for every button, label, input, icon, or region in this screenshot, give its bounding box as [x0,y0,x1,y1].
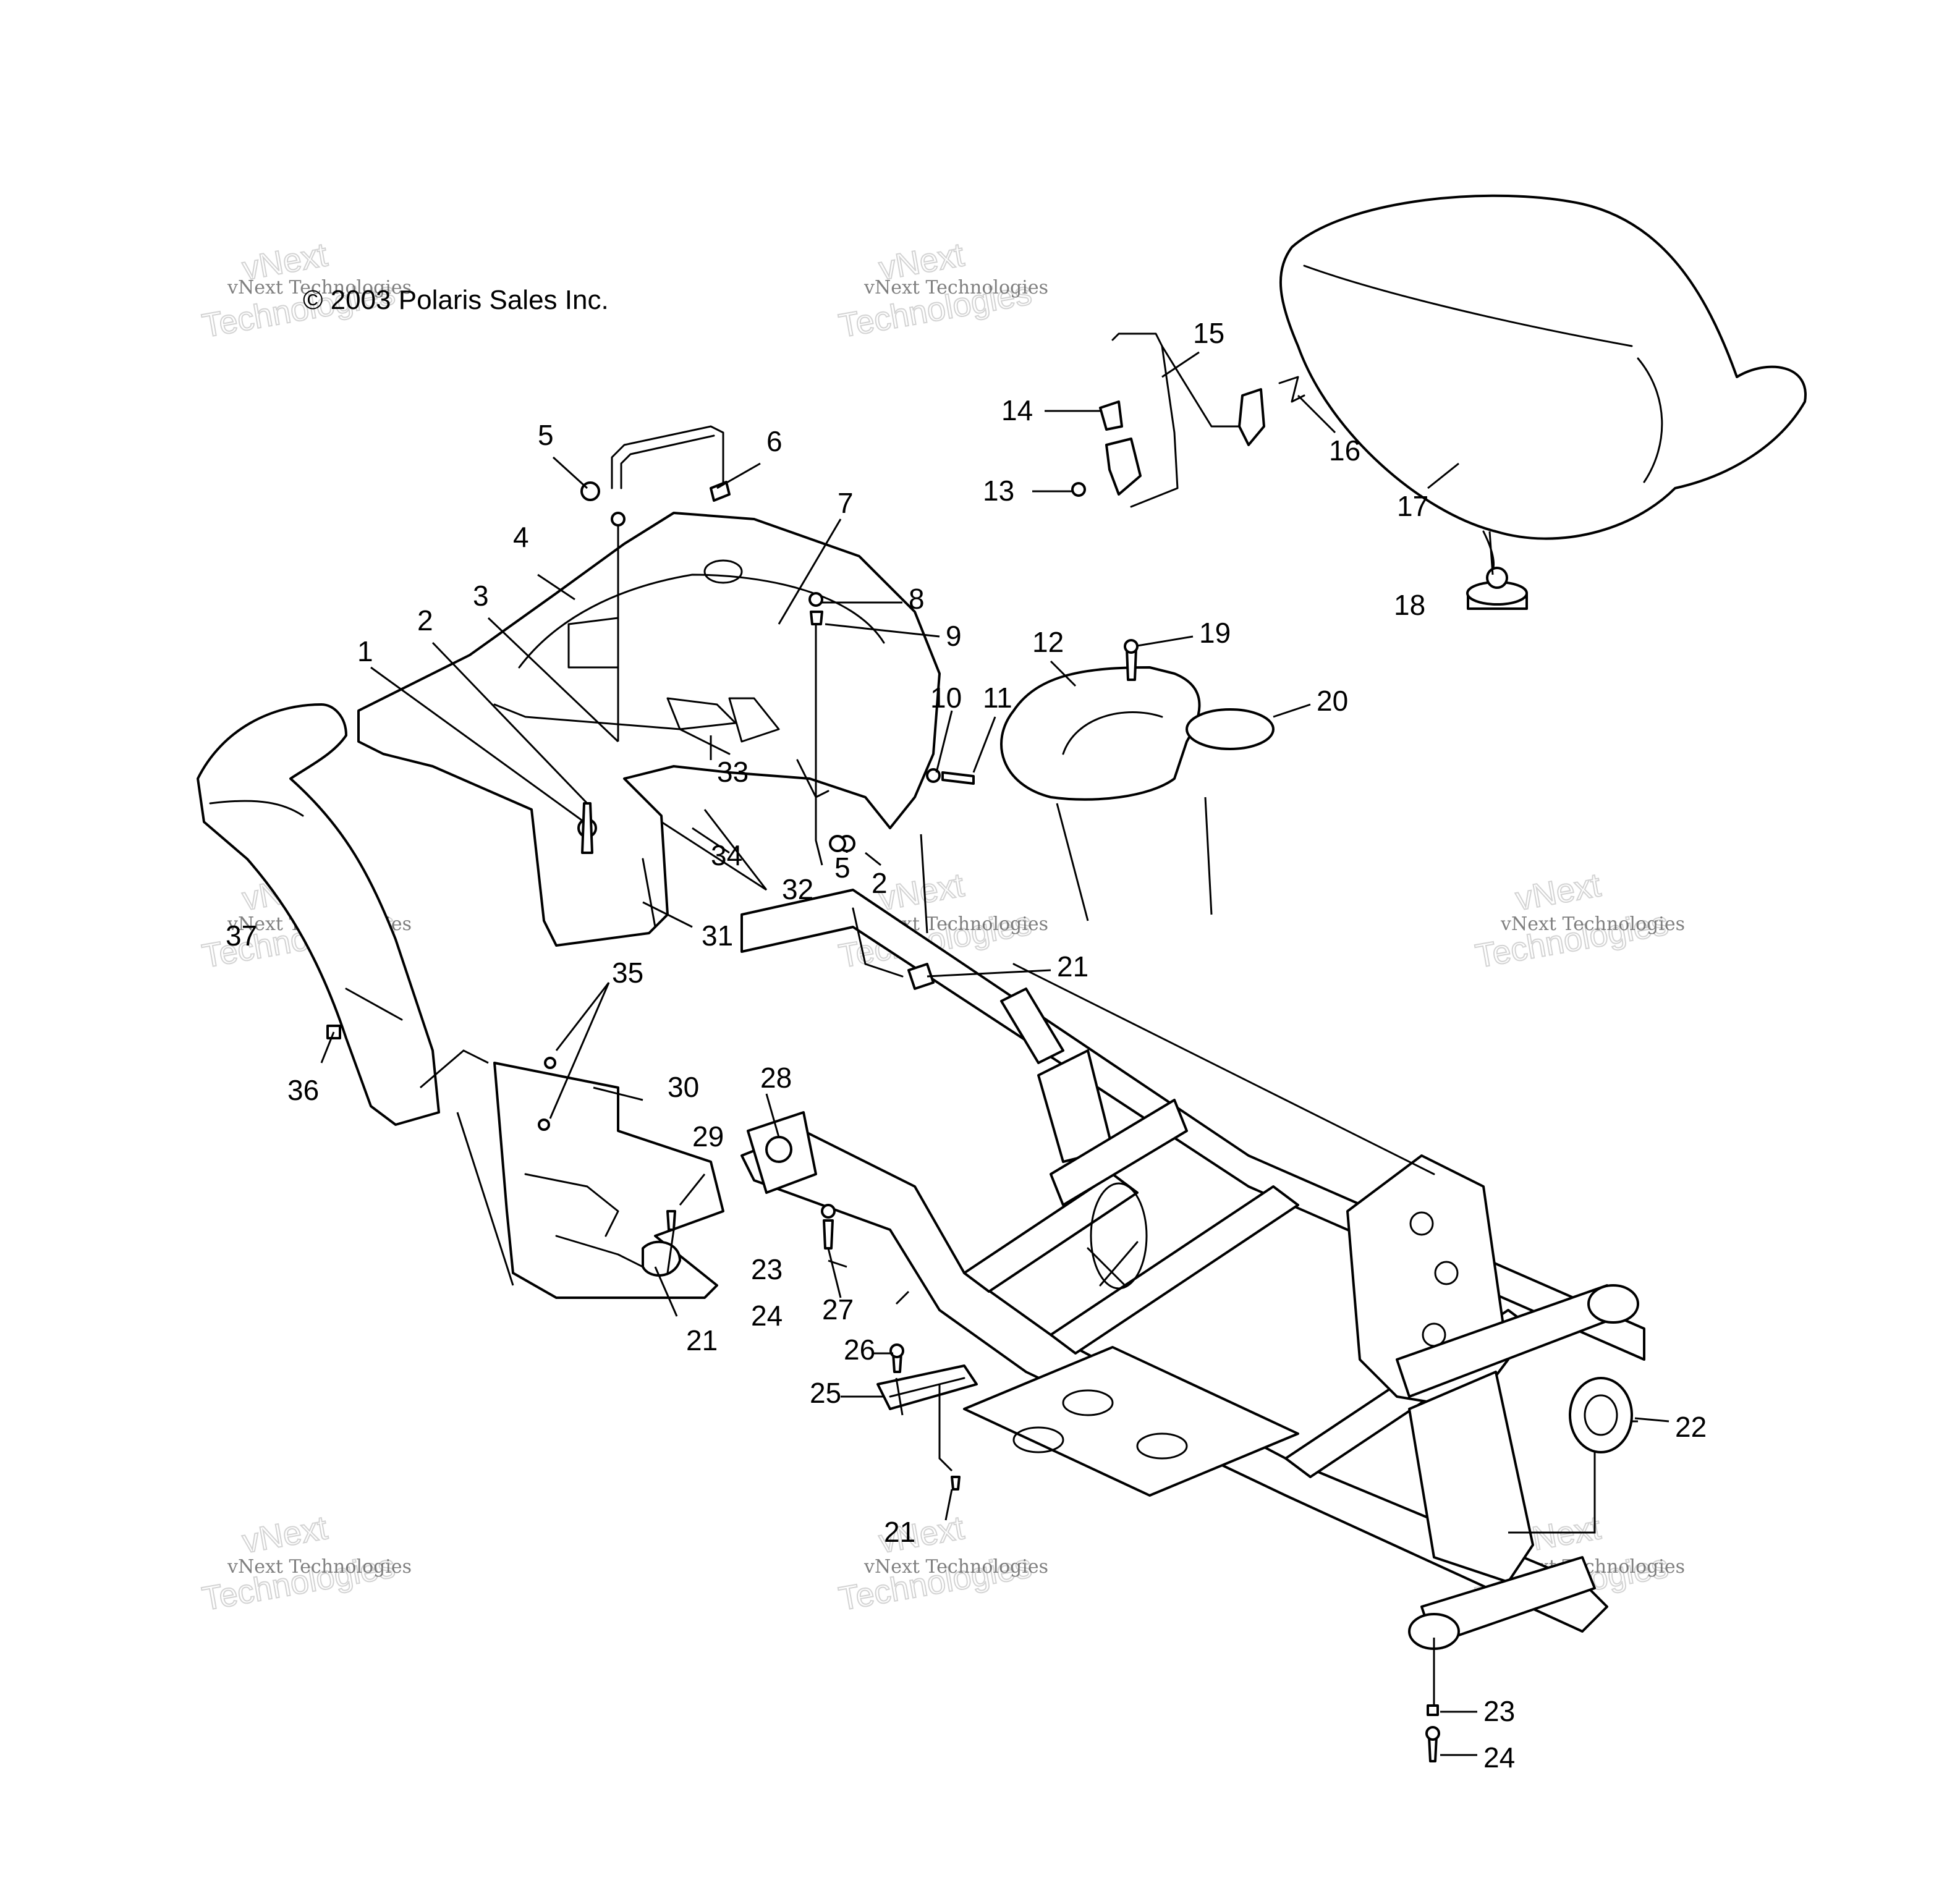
callout-1: 1 [357,635,373,667]
watermark-small: vNext Technologies [863,277,1048,298]
callout-13: 13 [983,475,1014,507]
bushing-part [1569,1377,1633,1453]
callout-22: 22 [1675,1411,1707,1443]
seat-bumper-part [1466,567,1528,610]
callout-29: 29 [692,1120,724,1153]
callout-21: 21 [1057,950,1088,983]
callout-15: 15 [1193,317,1224,349]
callout-14: 14 [1001,394,1033,426]
footwell-panel-part [493,1057,724,1299]
callout-labels: 1 2 3 4 5 6 7 8 9 10 11 12 13 14 15 16 1… [226,317,1707,1774]
leader-lines [320,351,1669,1756]
callout-31: 31 [702,920,733,952]
callout-37: 37 [226,920,257,952]
callout-33: 33 [717,756,749,788]
callout-24: 24 [1483,1741,1515,1774]
callout-21-lower: 21 [686,1324,718,1356]
callout-19: 19 [1199,617,1231,649]
seat-part [1279,194,1807,582]
frame-hardware [821,963,1440,1762]
callout-36: 36 [287,1074,319,1106]
callout-10: 10 [930,682,962,714]
callout-18: 18 [1394,589,1425,621]
callout-25: 25 [810,1377,841,1409]
main-frame-part [740,889,1645,1650]
callout-21-bottom: 21 [884,1516,915,1548]
callout-4: 4 [513,521,529,553]
callout-2: 2 [417,604,433,637]
watermark-big-1: vNext [240,1509,330,1560]
watermark-small: vNext Technologies [1500,913,1685,935]
rear-fender-part [357,512,941,947]
watermark-small: vNext Technologies [227,277,412,298]
callout-24-mid: 24 [751,1300,783,1332]
watermark-big-1: vNext [1513,866,1603,918]
callout-16: 16 [1329,434,1360,467]
callout-23-mid: 23 [751,1253,783,1285]
callout-6: 6 [766,425,783,457]
callout-2-lower: 2 [872,867,888,899]
watermark-small: vNext Technologies [863,1556,1048,1578]
callout-5-lower: 5 [834,852,851,884]
connection-lines [420,525,1596,1706]
storage-box-part [1000,639,1275,801]
callout-20: 20 [1317,685,1348,717]
seat-latch-parts [1071,332,1305,508]
callout-5: 5 [538,419,554,451]
callout-7: 7 [838,487,854,519]
callout-28: 28 [760,1062,792,1094]
callout-12: 12 [1032,626,1064,658]
callout-26: 26 [844,1334,875,1366]
callout-8: 8 [909,583,925,615]
watermark-big-1: vNext [876,866,967,918]
watermark-small: vNext Technologies [227,1556,412,1578]
callout-34: 34 [711,839,742,871]
callout-9: 9 [946,620,962,652]
rear-rack-part [611,425,731,502]
callout-30: 30 [668,1071,699,1103]
callout-23: 23 [1483,1695,1515,1727]
copyright-notice: © 2003 Polaris Sales Inc. [303,285,609,315]
callout-35: 35 [612,957,643,989]
callout-17: 17 [1397,490,1428,522]
callout-27: 27 [822,1293,854,1326]
callout-11: 11 [983,682,1012,714]
callout-3: 3 [473,580,489,612]
callout-32: 32 [782,873,813,905]
